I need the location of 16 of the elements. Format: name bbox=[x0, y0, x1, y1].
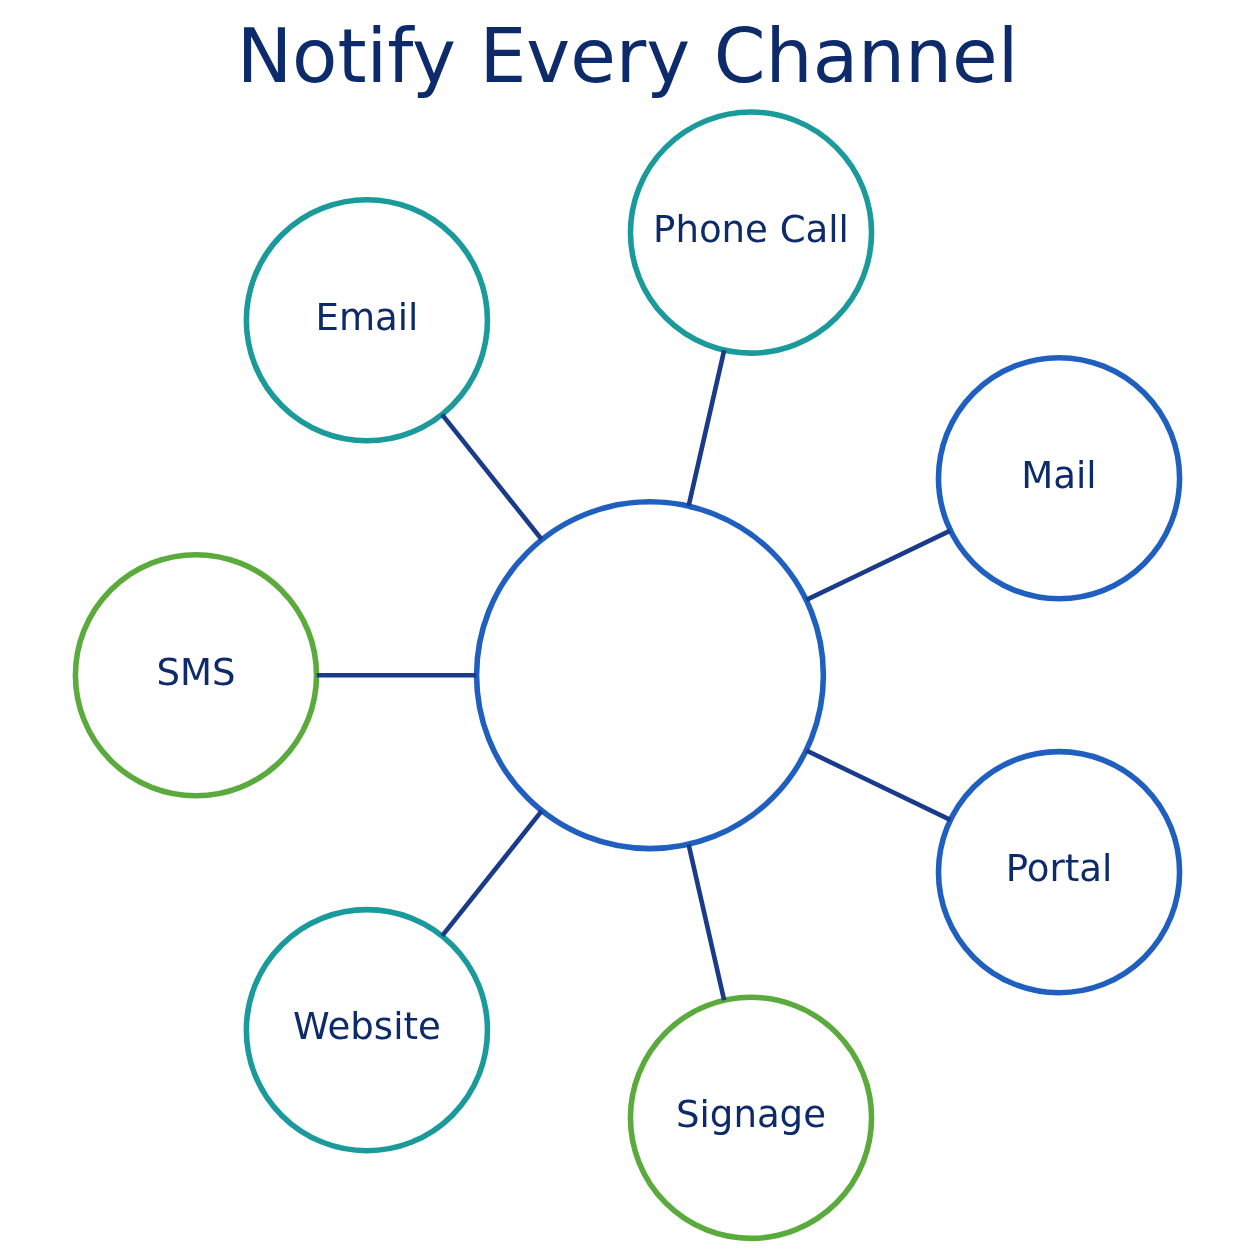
connector bbox=[804, 528, 951, 602]
node-circle: SMS bbox=[72, 551, 319, 799]
node-circle: Phone Call bbox=[627, 109, 874, 356]
node-circle: Signage bbox=[627, 994, 874, 1242]
connector bbox=[316, 672, 476, 678]
connector bbox=[439, 413, 544, 541]
connector bbox=[685, 843, 726, 1001]
connector bbox=[439, 809, 544, 938]
node-circle: Website bbox=[243, 906, 490, 1154]
connector bbox=[804, 748, 951, 822]
node-circle: Mail bbox=[935, 354, 1182, 602]
node-circle: Email bbox=[243, 196, 490, 444]
node-circle bbox=[473, 499, 826, 852]
diagram-title: Notify Every Channel bbox=[236, 13, 1018, 100]
connector bbox=[685, 349, 726, 507]
node-circle: Portal bbox=[935, 748, 1182, 996]
